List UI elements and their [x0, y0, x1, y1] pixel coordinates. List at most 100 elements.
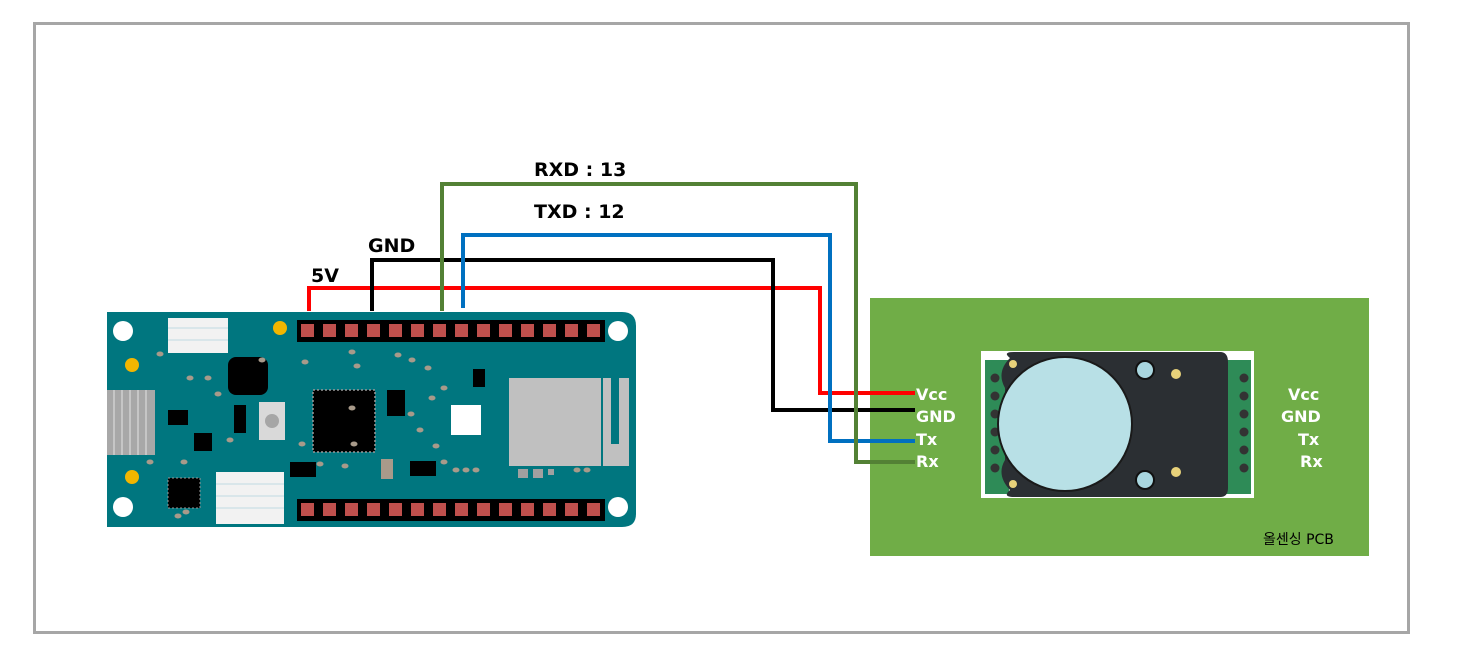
- pin-label-tx: Tx: [916, 430, 938, 449]
- smd-component: [573, 467, 581, 473]
- smd-component: [156, 351, 164, 357]
- wire-txd: [461, 233, 915, 443]
- sensor-filter-disc: [997, 356, 1133, 492]
- wire-label-rxd: RXD : 13: [534, 159, 626, 181]
- sensor-pin-label-gnd: GND: [1281, 407, 1321, 426]
- smd-component: [583, 467, 591, 473]
- screw-icon: [1135, 470, 1155, 490]
- header-pin: [411, 324, 424, 337]
- wire-gnd: [370, 258, 915, 412]
- header-pin: [301, 324, 314, 337]
- diagram-frame: [33, 22, 1410, 634]
- header-pin: [543, 503, 556, 516]
- smd-component: [350, 441, 358, 447]
- wifi-module: [509, 378, 601, 466]
- sensor-pin: [1239, 463, 1249, 473]
- wire-5v: [307, 286, 915, 395]
- sensor-pin: [990, 463, 1000, 473]
- header-pin: [565, 503, 578, 516]
- smd-component: [186, 375, 194, 381]
- wire-rxd: [440, 182, 915, 464]
- header-pin: [411, 503, 424, 516]
- pcb-caption: 올센싱 PCB: [1263, 532, 1334, 548]
- smd-component: [394, 352, 402, 358]
- pin-label-gnd: GND: [916, 407, 956, 426]
- inductor: [228, 357, 268, 395]
- smd-component: [424, 365, 432, 371]
- sensor-pin: [990, 409, 1000, 419]
- header-pin: [367, 324, 380, 337]
- smd-component: [301, 359, 309, 365]
- header-pin: [521, 503, 534, 516]
- top-header: [297, 320, 605, 342]
- smd-component: [214, 391, 222, 397]
- smd-component: [407, 411, 415, 417]
- bottom-header: [297, 499, 605, 521]
- sensor-pin: [1239, 445, 1249, 455]
- header-pin: [477, 324, 490, 337]
- smd-component: [174, 513, 182, 519]
- header-pin: [367, 503, 380, 516]
- arduino-board: [107, 312, 636, 527]
- sensor-right-pins: [1239, 373, 1249, 473]
- screw-icon: [1135, 360, 1155, 380]
- smd-component: [316, 461, 324, 467]
- header-pin: [565, 324, 578, 337]
- header-pin: [455, 503, 468, 516]
- header-pin: [433, 324, 446, 337]
- smd-component: [428, 395, 436, 401]
- main-mcu-chip: [312, 389, 376, 453]
- smd-component: [226, 437, 234, 443]
- header-pin: [323, 503, 336, 516]
- smd-component: [353, 363, 361, 369]
- smd-component: [440, 385, 448, 391]
- smd-component: [298, 441, 306, 447]
- smd-component: [180, 459, 188, 465]
- smd-component: [182, 509, 190, 515]
- sensor-pin-label-rx: Rx: [1300, 452, 1323, 471]
- smd-component: [416, 427, 424, 433]
- smd-component: [258, 357, 266, 363]
- header-pin: [301, 503, 314, 516]
- wire-label-5v: 5V: [311, 265, 339, 287]
- smd-component: [462, 467, 470, 473]
- header-pin: [433, 503, 446, 516]
- sensor-pin-label-tx: Tx: [1298, 430, 1320, 449]
- header-pin: [477, 503, 490, 516]
- header-pin: [345, 503, 358, 516]
- smd-component: [440, 459, 448, 465]
- header-pin: [543, 324, 556, 337]
- sensor-pin: [990, 445, 1000, 455]
- header-pin: [521, 324, 534, 337]
- sensor-pin: [990, 391, 1000, 401]
- sensor-pin: [1239, 427, 1249, 437]
- header-pin: [389, 503, 402, 516]
- wire-label-gnd: GND: [368, 235, 415, 257]
- smd-component: [472, 467, 480, 473]
- sensor-pin-label-vcc: Vcc: [1288, 385, 1319, 404]
- smd-component: [408, 357, 416, 363]
- sensor-left-pins: [990, 373, 1000, 473]
- sensor-pin: [1239, 409, 1249, 419]
- dust-sensor-module: [981, 351, 1254, 498]
- header-pin: [455, 324, 468, 337]
- sensor-pin: [1239, 391, 1249, 401]
- header-pin: [389, 324, 402, 337]
- smd-component: [348, 349, 356, 355]
- smd-component: [204, 375, 212, 381]
- pin-label-vcc: Vcc: [916, 385, 947, 404]
- header-pin: [587, 503, 600, 516]
- smd-component: [432, 443, 440, 449]
- header-pin: [587, 324, 600, 337]
- sensor-pin: [1239, 373, 1249, 383]
- header-pin: [345, 324, 358, 337]
- smd-component: [348, 405, 356, 411]
- pin-label-rx: Rx: [916, 452, 939, 471]
- smd-component: [452, 467, 460, 473]
- sensor-pin: [990, 373, 1000, 383]
- smd-component: [341, 463, 349, 469]
- header-pin: [499, 503, 512, 516]
- smd-component: [146, 459, 154, 465]
- header-pin: [323, 324, 336, 337]
